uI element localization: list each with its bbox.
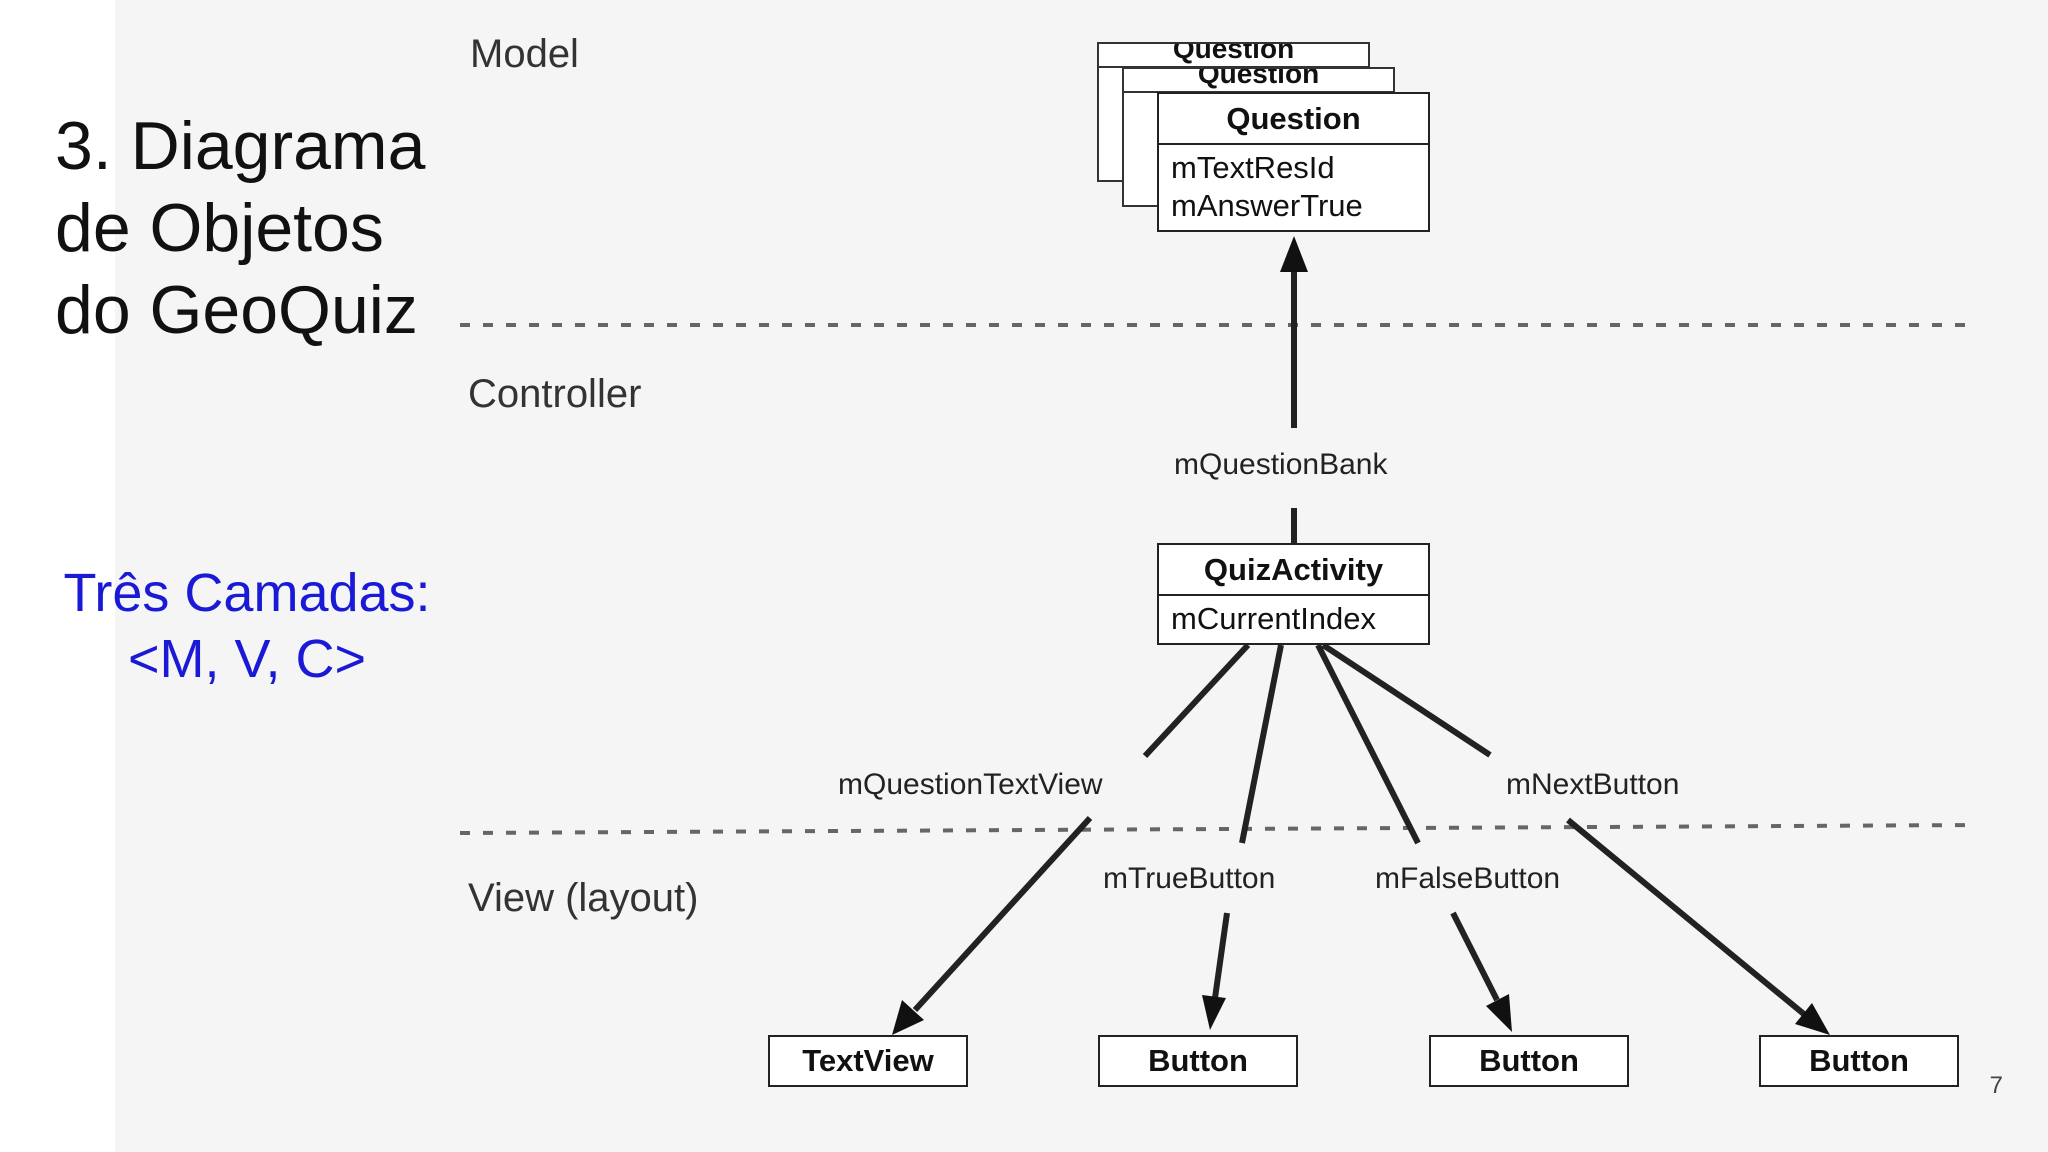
quiz-activity-title: QuizActivity xyxy=(1159,545,1428,596)
subtitle-line-1: Três Camadas: xyxy=(63,563,431,623)
arrow-to-textview xyxy=(892,1000,924,1035)
title-line-2: de Objetos xyxy=(55,190,384,266)
edge-nextbutton-lower xyxy=(1566,817,1807,1018)
edge-label-false-button: mFalseButton xyxy=(1375,862,1561,895)
title-line-3: do GeoQuiz xyxy=(55,272,418,348)
subtitle-line-2: <M, V, C> xyxy=(127,629,367,689)
title-line-1: 3. Diagrama xyxy=(55,108,426,184)
question-object-title: Question xyxy=(1159,94,1428,145)
view-box-next-button: Button xyxy=(1759,1035,1959,1087)
edge-label-next-button: mNextButton xyxy=(1506,768,1680,801)
quiz-activity-object: QuizActivity mCurrentIndex xyxy=(1157,543,1430,645)
page-number: 7 xyxy=(1989,1072,2003,1099)
arrow-to-falsebutton xyxy=(1486,994,1512,1032)
edge-label-question-text-view: mQuestionTextView xyxy=(838,768,1103,801)
diagram-background xyxy=(115,0,2048,1152)
layer-label-controller: Controller xyxy=(468,372,642,416)
layer-label-model: Model xyxy=(470,32,579,76)
edge-label-true-button: mTrueButton xyxy=(1103,862,1276,895)
edge-truebutton-upper xyxy=(1239,644,1284,844)
edge-label-question-bank: mQuestionBank xyxy=(1174,448,1388,481)
arrow-to-nextbutton xyxy=(1795,1003,1830,1035)
question-attr-text-res-id: mTextResId xyxy=(1171,150,1335,185)
question-object: Question mTextResId mAnswerTrue xyxy=(1157,92,1430,232)
edge-falsebutton-upper xyxy=(1315,643,1421,845)
edge-nextbutton-upper xyxy=(1321,642,1492,758)
arrow-to-question xyxy=(1280,236,1308,272)
question-ghost-middle-title: Question xyxy=(1124,69,1393,93)
question-attr-answer-true: mAnswerTrue xyxy=(1171,188,1363,223)
layer-label-view: View (layout) xyxy=(468,876,699,920)
view-box-false-button: Button xyxy=(1429,1035,1629,1087)
controller-view-separator xyxy=(459,823,1979,835)
slide-subtitle: Três Camadas: <M, V, C> xyxy=(52,560,442,692)
quiz-activity-attr-current-index: mCurrentIndex xyxy=(1171,601,1377,636)
view-box-textview: TextView xyxy=(768,1035,968,1087)
view-box-true-button: Button xyxy=(1098,1035,1298,1087)
edge-truebutton-lower xyxy=(1212,912,1230,999)
edge-textview-upper xyxy=(1142,642,1251,759)
edge-falsebutton-lower xyxy=(1450,911,1500,1002)
edge-textview-lower xyxy=(912,815,1093,1013)
question-ghost-back-title: Question xyxy=(1099,44,1368,68)
slide-title: 3. Diagrama de Objetos do GeoQuiz xyxy=(55,105,425,351)
arrow-to-truebutton xyxy=(1202,995,1226,1030)
